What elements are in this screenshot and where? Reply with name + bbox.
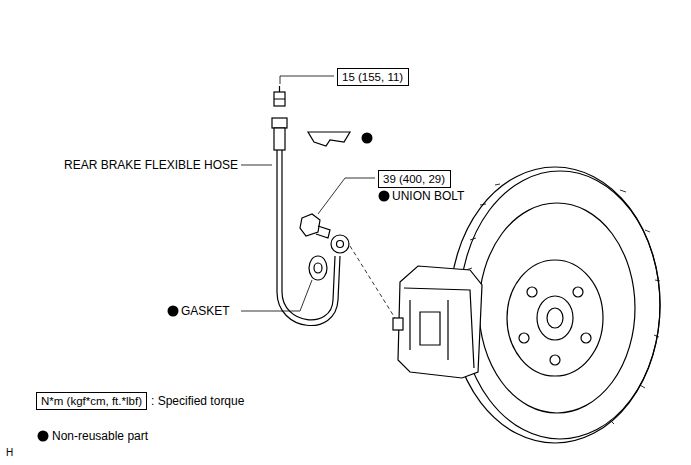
torque-box: N*m (kgf*cm, ft.*lbf) xyxy=(36,392,147,410)
brake-assembly xyxy=(241,76,660,443)
part-name: GASKET xyxy=(181,304,230,318)
torque-box: 39 (400, 29) xyxy=(378,170,451,188)
figure-code: H xyxy=(6,446,13,460)
non-reusable-dots xyxy=(38,133,390,442)
part-name: UNION BOLT xyxy=(392,189,464,203)
torque-value: 39 (400, 29) xyxy=(383,172,446,186)
part-name: REAR BRAKE FLEXIBLE HOSE xyxy=(64,158,238,172)
torque-value: N*m (kgf*cm, ft.*lbf) xyxy=(41,394,142,408)
torque-value: 15 (155, 11) xyxy=(342,70,404,84)
torque-box: 15 (155, 11) xyxy=(337,68,409,86)
legend-label: : Specified torque xyxy=(151,394,244,408)
legend-label: Non-reusable part xyxy=(52,429,148,443)
